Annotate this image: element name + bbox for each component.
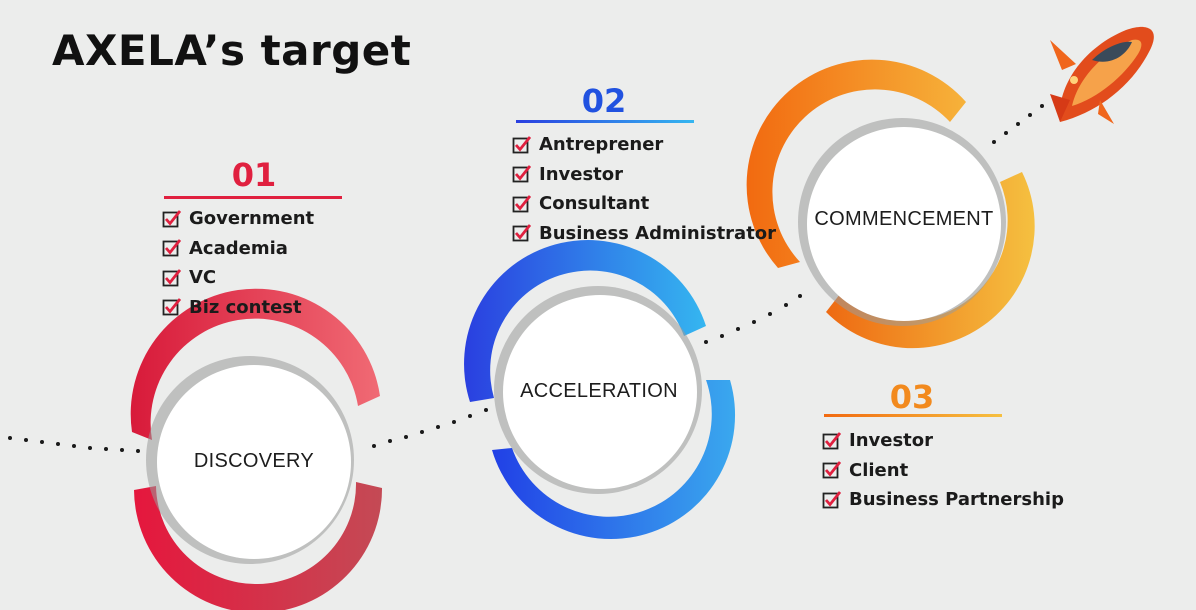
list-item-label: Investor <box>539 163 624 185</box>
stage-divider-03 <box>824 414 1002 417</box>
checkbox-icon <box>162 268 182 287</box>
checkbox-icon <box>162 239 182 257</box>
list-item-label: Consultant <box>539 193 650 215</box>
stage-label-discovery: DISCOVERY <box>193 450 315 472</box>
checkbox-icon <box>512 194 532 213</box>
list-item-label: Business Partnership <box>849 489 1064 511</box>
checkbox-icon <box>162 209 182 228</box>
list-item-label: Client <box>849 459 909 481</box>
list-item: Biz contest <box>162 293 314 323</box>
list-item-label: Antreprener <box>539 134 664 156</box>
list-item-label: Academia <box>189 237 288 259</box>
stage-list-03: Investor Client Business Partnership <box>822 426 1064 515</box>
checkbox-icon <box>822 490 842 509</box>
dotted-path <box>8 104 1044 453</box>
list-item-label: Business Administrator <box>539 222 777 244</box>
list-item-label: Biz contest <box>189 296 302 318</box>
list-item: Academia <box>162 234 314 264</box>
stage-divider-02 <box>516 120 694 123</box>
list-item: Consultant <box>512 189 776 219</box>
checkbox-icon <box>162 298 182 316</box>
list-item: Government <box>162 204 314 234</box>
stage-number-03: 03 <box>889 378 935 416</box>
checkbox-icon <box>822 431 842 450</box>
stage-number-01: 01 <box>231 156 277 194</box>
stage-commencement-ring <box>746 59 1035 349</box>
checkbox-icon <box>512 135 532 154</box>
rocket-icon <box>1050 26 1154 124</box>
list-item: Antreprener <box>512 130 776 160</box>
list-item-label: Government <box>189 208 315 230</box>
list-item: Client <box>822 456 1064 486</box>
stage-divider-01 <box>164 196 342 199</box>
stage-discovery-ring <box>130 288 383 610</box>
stage-list-01: Government Academia VC Biz contest <box>162 204 314 322</box>
stage-label-acceleration: ACCELERATION <box>520 380 678 402</box>
stage-acceleration-ring <box>464 240 736 540</box>
list-item-label: Investor <box>849 430 934 452</box>
checkbox-icon <box>512 165 532 183</box>
page-title: AXELA’s target <box>52 26 412 75</box>
checkbox-icon <box>822 461 842 479</box>
stage-label-commencement: COMMENCEMENT <box>814 208 994 230</box>
list-item: Investor <box>512 160 776 190</box>
list-item: Investor <box>822 426 1064 456</box>
checkbox-icon <box>512 224 532 242</box>
stage-list-02: Antreprener Investor Consultant Business… <box>512 130 776 248</box>
list-item-label: VC <box>189 267 217 289</box>
list-item: VC <box>162 263 314 293</box>
list-item: Business Administrator <box>512 219 776 249</box>
stage-number-02: 02 <box>581 82 627 120</box>
list-item: Business Partnership <box>822 485 1064 515</box>
